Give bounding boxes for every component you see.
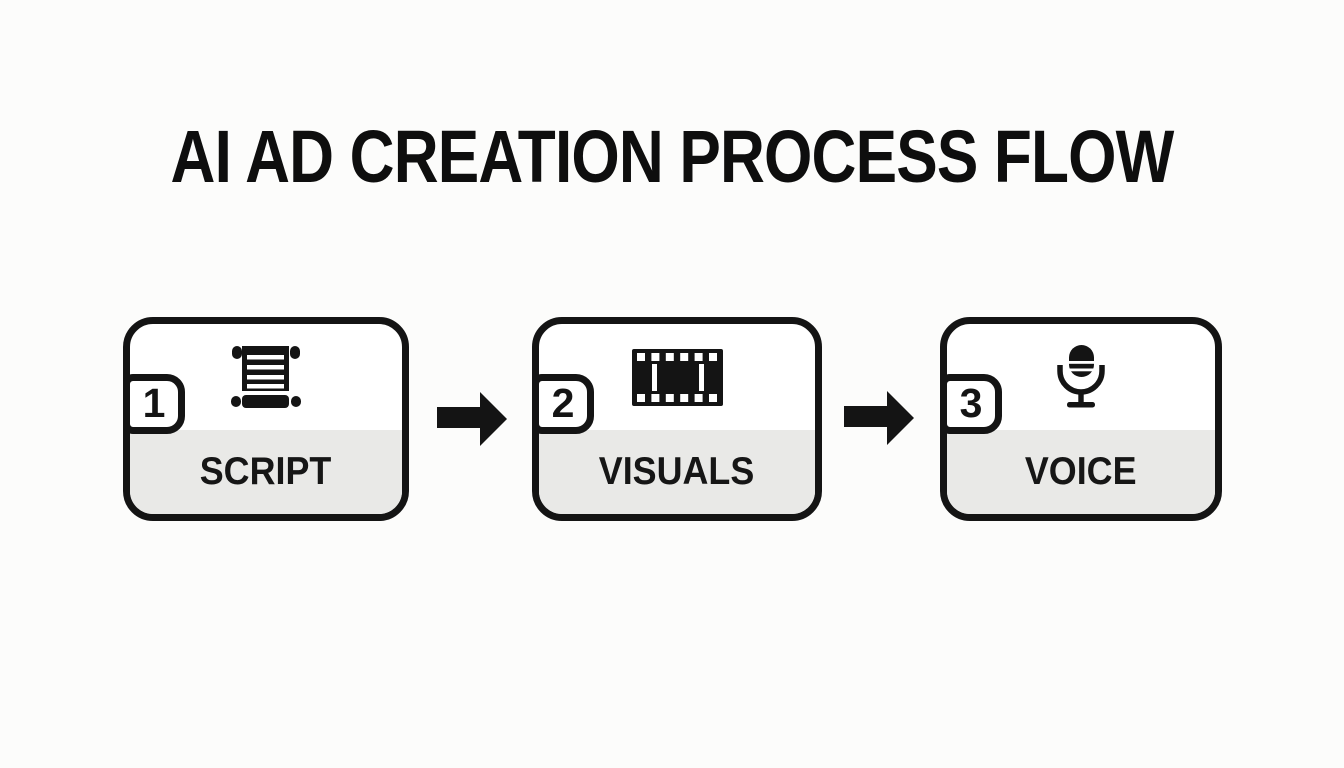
step-card-voice: VOICE 3: [940, 317, 1222, 521]
step-icon-area: [130, 324, 402, 430]
step-label: VOICE: [1025, 450, 1137, 493]
scroll-icon: [231, 346, 301, 408]
step-label: SCRIPT: [200, 450, 332, 493]
page-title: AI AD CREATION PROCESS FLOW: [170, 115, 1175, 198]
step-number: 3: [959, 379, 983, 426]
arrow-right-icon: [844, 391, 914, 445]
step-icon-area: [539, 324, 815, 430]
step-label-band: VISUALS: [539, 430, 815, 514]
step-label-band: SCRIPT: [130, 430, 402, 514]
film-strip-icon: [631, 348, 723, 406]
step-number: 2: [551, 379, 575, 426]
step-number: 1: [142, 379, 166, 426]
step-number-badge: 2: [532, 374, 594, 434]
step-number-badge: 1: [123, 374, 185, 434]
step-number-badge: 3: [940, 374, 1002, 434]
step-card-visuals: VISUALS 2: [532, 317, 822, 521]
arrow-right-icon: [437, 392, 507, 446]
microphone-icon: [1057, 345, 1105, 408]
step-card-script: SCRIPT 1: [123, 317, 409, 521]
step-icon-area: [947, 324, 1215, 430]
step-label: VISUALS: [599, 450, 755, 493]
step-label-band: VOICE: [947, 430, 1215, 514]
